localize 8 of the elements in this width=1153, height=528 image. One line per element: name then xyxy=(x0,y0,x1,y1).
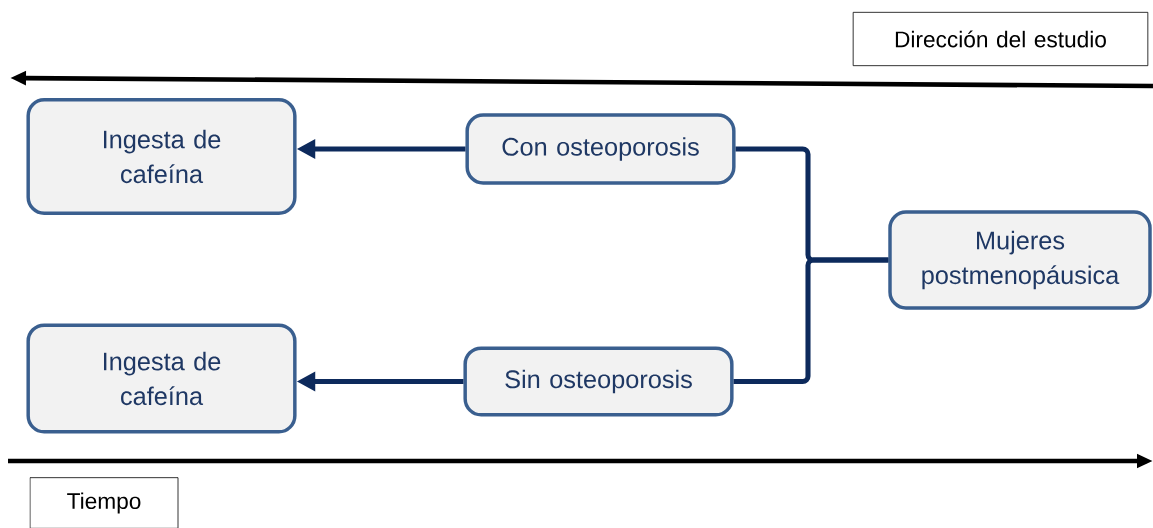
process-box: Ingesta de cafeína xyxy=(26,323,297,434)
process-box: Sin osteoporosis xyxy=(463,346,734,417)
bracket-connector xyxy=(733,257,889,385)
process-box: Ingesta de cafeína xyxy=(26,98,297,215)
process-box: Mujeres postmenopáusica xyxy=(888,210,1152,310)
label-box: Dirección del estudio xyxy=(852,11,1149,67)
process-box: Con osteoporosis xyxy=(465,113,736,185)
label-box: Tiempo xyxy=(29,477,179,528)
